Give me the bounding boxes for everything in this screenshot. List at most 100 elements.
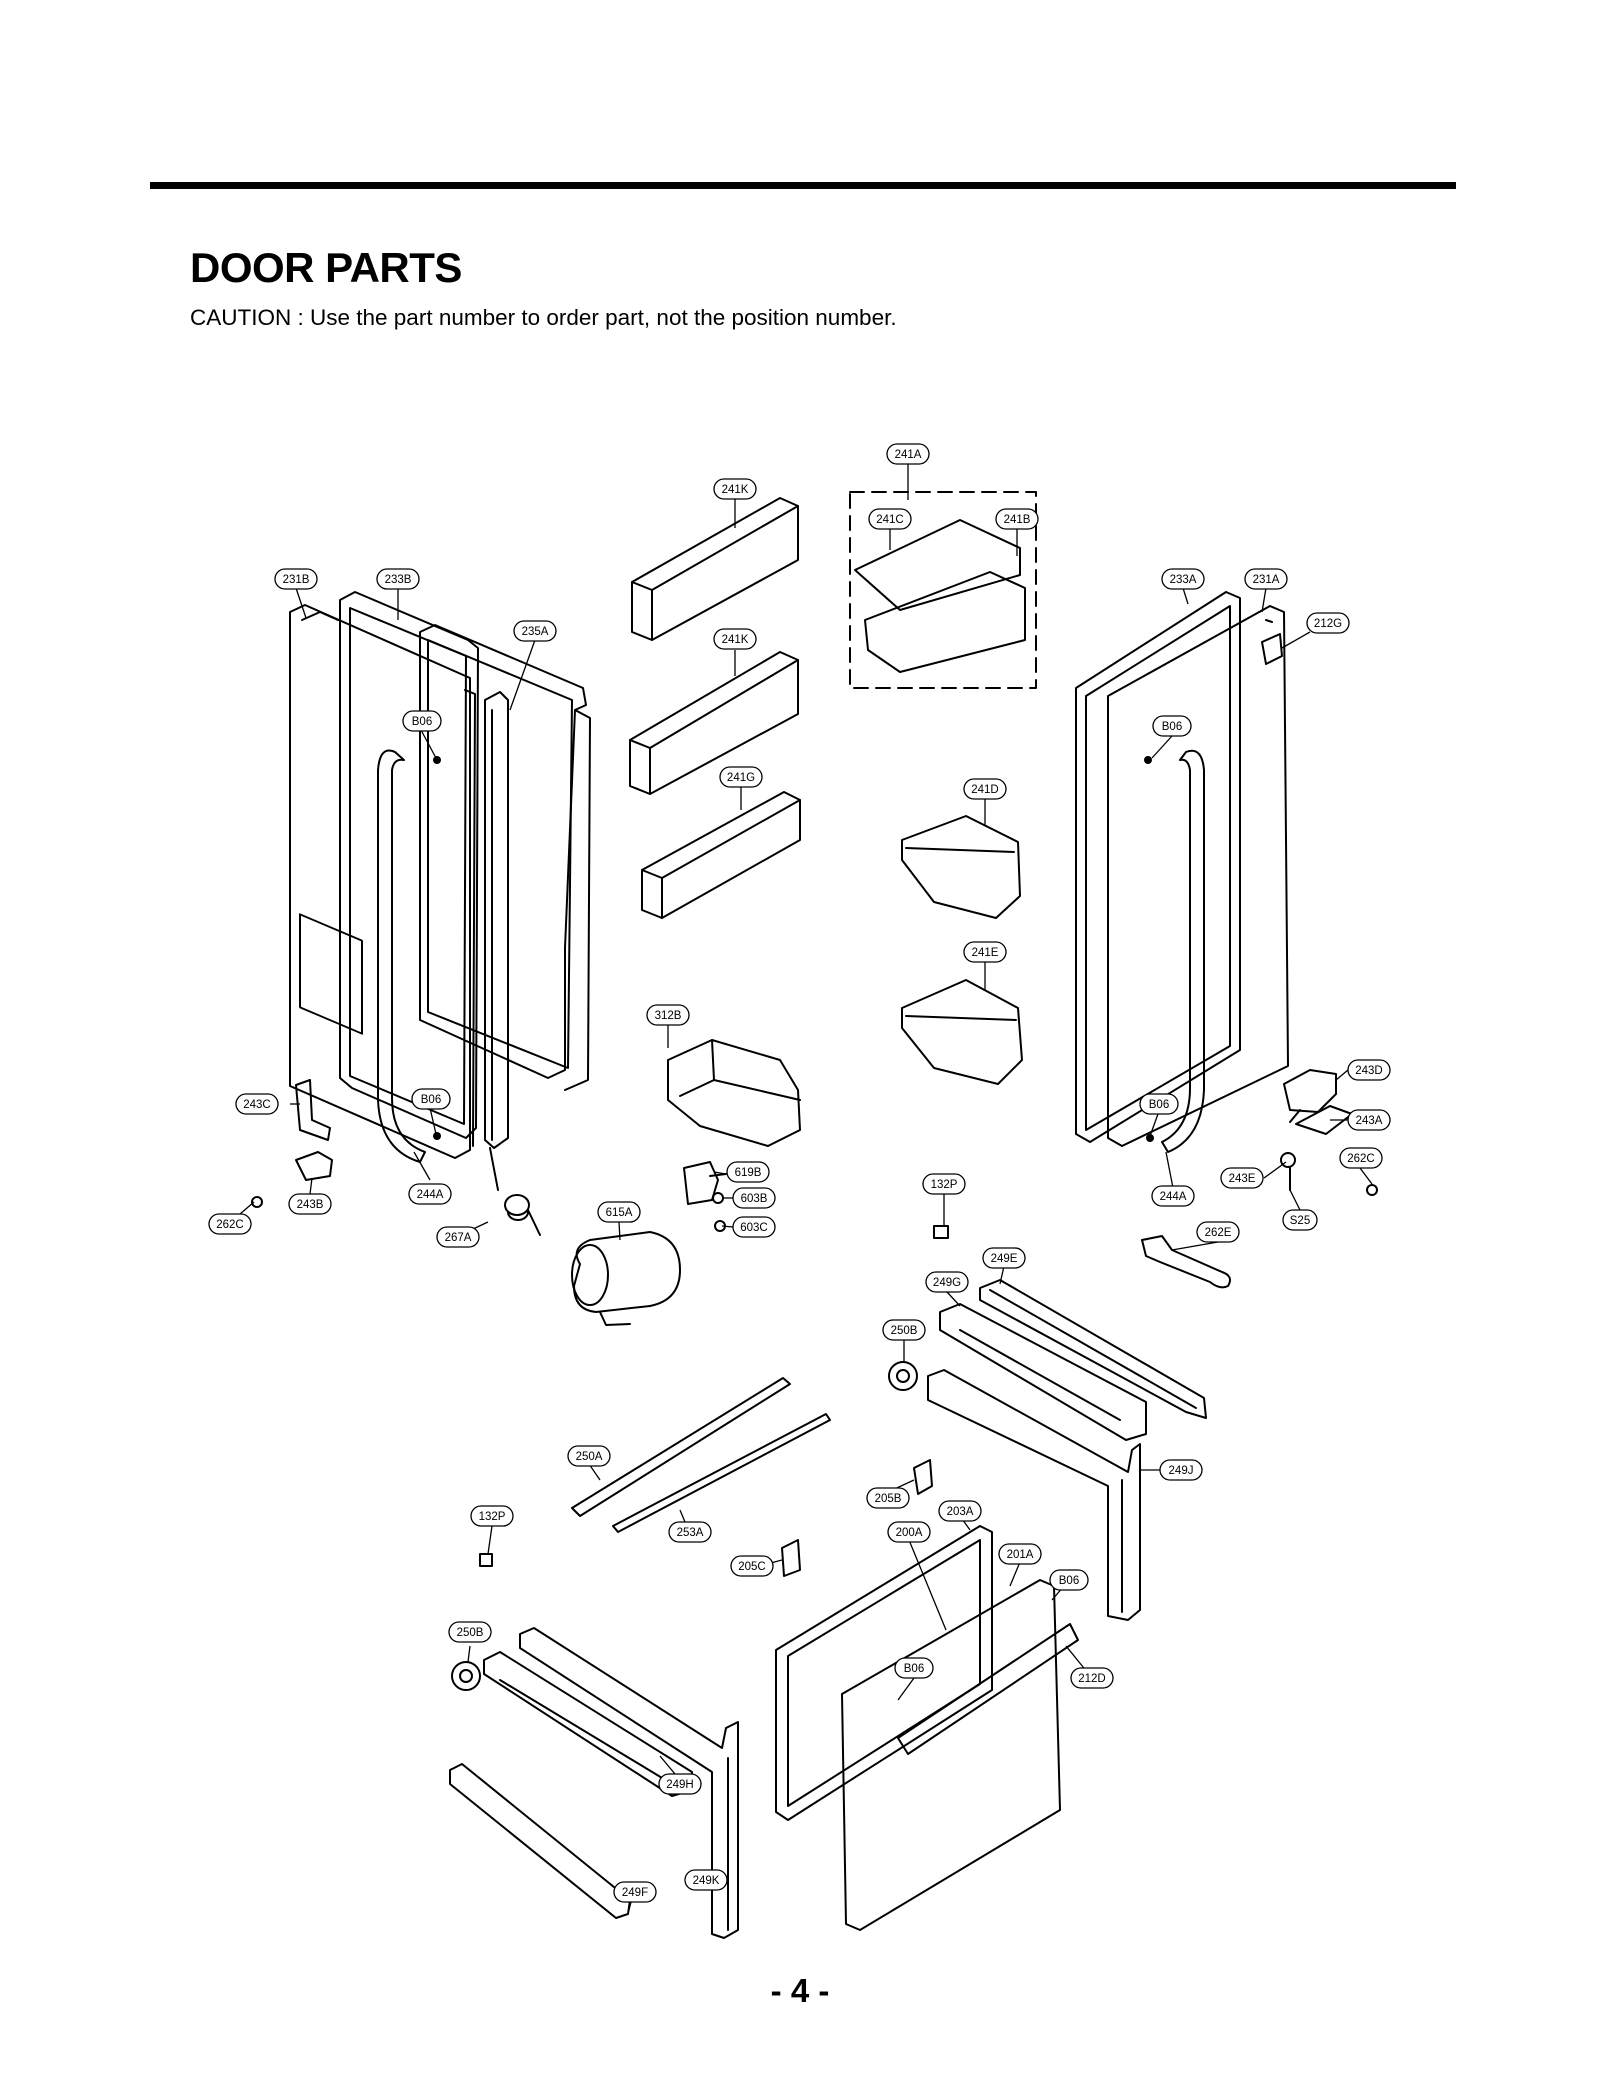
svg-text:267A: 267A: [445, 1232, 472, 1244]
callout-201A: 201A: [998, 1543, 1042, 1565]
callout-243E: 243E: [1220, 1167, 1264, 1189]
right-hinge-pin: [1280, 1152, 1296, 1191]
callout-241K-top: 241K: [713, 478, 757, 500]
svg-text:241K: 241K: [722, 484, 749, 496]
callout-262C-l: 262C: [208, 1213, 252, 1235]
rail-249E: [979, 1279, 1207, 1419]
door-bin-middle: [629, 651, 799, 795]
strip-250A: [571, 1377, 791, 1517]
callout-B06-front: B06: [894, 1657, 934, 1679]
svg-text:241E: 241E: [972, 947, 999, 959]
door-bin-top: [631, 497, 799, 641]
callout-241K-mid: 241K: [713, 628, 757, 650]
callout-205C: 205C: [730, 1555, 774, 1577]
callout-233B: 233B: [376, 568, 420, 590]
svg-text:243B: 243B: [297, 1199, 324, 1211]
svg-text:241C: 241C: [876, 514, 904, 526]
gear-250B-bot: [451, 1661, 481, 1691]
right-door-handle: [1161, 749, 1205, 1153]
block-132P-bot: [479, 1553, 493, 1567]
svg-text:B06: B06: [421, 1094, 441, 1106]
svg-text:243C: 243C: [243, 1099, 271, 1111]
left-door-spring: [489, 1147, 541, 1236]
water-valve: [683, 1161, 727, 1232]
strip-253A: [612, 1413, 831, 1533]
svg-text:B06: B06: [904, 1663, 924, 1675]
svg-text:241D: 241D: [971, 784, 999, 796]
svg-text:262C: 262C: [1347, 1153, 1375, 1165]
callout-250B-bot: 250B: [448, 1621, 492, 1643]
svg-text:243A: 243A: [1356, 1115, 1383, 1127]
page-title: DOOR PARTS: [190, 244, 462, 291]
rail-bracket-249J: [927, 1369, 1141, 1621]
drawer-front: [841, 1579, 1061, 1931]
svg-text:243E: 243E: [1229, 1173, 1256, 1185]
callout-203A: 203A: [938, 1500, 982, 1522]
svg-text:262C: 262C: [216, 1219, 244, 1231]
callout-262C-r: 262C: [1339, 1147, 1383, 1169]
door-bin-gallon: [641, 791, 801, 919]
svg-text:603B: 603B: [741, 1193, 768, 1205]
svg-text:241A: 241A: [895, 449, 922, 461]
svg-text:B06: B06: [1059, 1575, 1079, 1587]
callout-B06-lr: B06: [1139, 1093, 1179, 1115]
rail-249F: [449, 1763, 631, 1919]
svg-text:250B: 250B: [891, 1325, 918, 1337]
svg-text:231A: 231A: [1253, 574, 1280, 586]
callout-603C: 603C: [732, 1216, 776, 1238]
right-door-gasket: [1075, 591, 1241, 1143]
svg-text:250B: 250B: [457, 1627, 484, 1639]
svg-text:249E: 249E: [991, 1253, 1018, 1265]
right-door-panel: [1107, 605, 1289, 1147]
svg-text:244A: 244A: [1160, 1191, 1187, 1203]
svg-text:212G: 212G: [1314, 618, 1342, 630]
callout-241C: 241C: [868, 508, 912, 530]
wrench-tool: [1141, 1235, 1231, 1289]
svg-text:249J: 249J: [1169, 1465, 1194, 1477]
callout-B06-drawer: B06: [1049, 1569, 1089, 1591]
left-screw-lower: [433, 1132, 441, 1140]
svg-text:243D: 243D: [1355, 1065, 1383, 1077]
callout-241D: 241D: [963, 778, 1007, 800]
callout-132P-top: 132P: [922, 1173, 966, 1195]
rail-249G: [939, 1303, 1147, 1441]
left-washer: [251, 1196, 263, 1208]
svg-text:200A: 200A: [896, 1527, 923, 1539]
left-door-panel: [289, 604, 476, 1159]
svg-text:233A: 233A: [1170, 574, 1197, 586]
clip-205B: [913, 1459, 933, 1495]
svg-text:249K: 249K: [693, 1875, 720, 1887]
callout-244A-r: 244A: [1151, 1185, 1195, 1207]
svg-text:615A: 615A: [606, 1207, 633, 1219]
callout-249G: 249G: [925, 1271, 969, 1293]
callout-249F: 249F: [613, 1881, 657, 1903]
svg-text:205B: 205B: [875, 1493, 902, 1505]
right-washer: [1366, 1184, 1378, 1196]
callout-312B: 312B: [646, 1004, 690, 1026]
rail-249K: [519, 1627, 739, 1939]
clip-205C: [781, 1539, 801, 1577]
svg-text:201A: 201A: [1007, 1549, 1034, 1561]
callout-249E: 249E: [982, 1247, 1026, 1269]
callout-244A-l: 244A: [408, 1183, 452, 1205]
callout-241G: 241G: [719, 766, 763, 788]
callout-615A: 615A: [597, 1201, 641, 1223]
svg-text:241B: 241B: [1004, 514, 1031, 526]
callout-249J: 249J: [1159, 1459, 1203, 1481]
callout-212G: 212G: [1306, 612, 1350, 634]
svg-text:603C: 603C: [740, 1222, 768, 1234]
door-bin-right-upper: [901, 815, 1021, 919]
right-hinge-cover: [1283, 1069, 1337, 1123]
svg-text:312B: 312B: [655, 1010, 682, 1022]
callout-132P-bot: 132P: [470, 1505, 514, 1527]
svg-text:132P: 132P: [479, 1511, 506, 1523]
svg-text:233B: 233B: [385, 574, 412, 586]
callout-249K: 249K: [684, 1869, 728, 1891]
water-filter: [571, 1231, 681, 1326]
dashed-bin-group: [849, 491, 1037, 689]
svg-text:241K: 241K: [722, 634, 749, 646]
svg-text:249F: 249F: [622, 1887, 648, 1899]
svg-text:S25: S25: [1290, 1215, 1310, 1227]
callout-262E: 262E: [1196, 1221, 1240, 1243]
